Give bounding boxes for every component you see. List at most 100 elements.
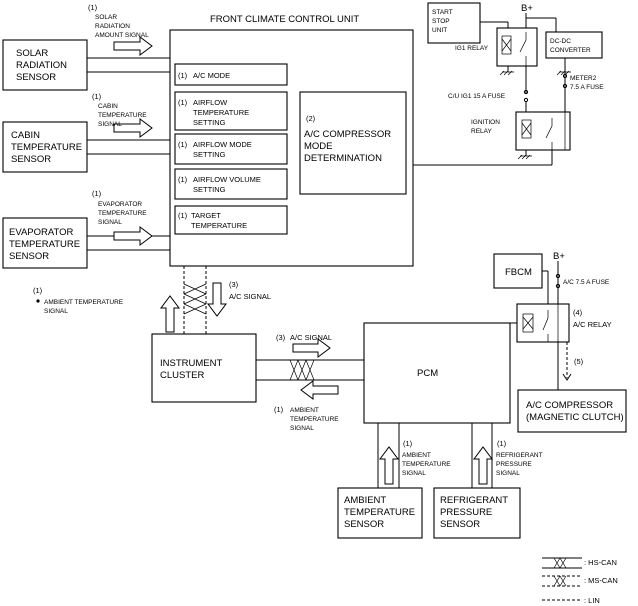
relay-coil-mark xyxy=(522,316,534,330)
refrigerant-pressure-sensor: REFRIGERANT PRESSURE SENSOR xyxy=(433,487,521,539)
function-num: (1) xyxy=(178,98,188,107)
signal-arrow-left xyxy=(300,380,339,400)
signal-label: AMBIENT TEMPERATURE xyxy=(44,299,124,306)
function-label: AIRFLOW VOLUME xyxy=(193,175,261,184)
sensor-label: PRESSURE xyxy=(440,507,492,518)
function-box-airflow-volume xyxy=(174,168,288,200)
function-label: AIRFLOW MODE xyxy=(193,140,252,149)
function-list: (1) A/C MODE (1) AIRFLOW TEMPERATURE SET… xyxy=(174,63,288,235)
signal-label: SIGNAL xyxy=(44,308,68,315)
signal-label: EVAPORATOR xyxy=(98,201,142,208)
relay-switch xyxy=(545,112,566,150)
sensor-label: SENSOR xyxy=(16,72,56,83)
compressor-mode-determination: (2) A/C COMPRESSOR MODE DETERMINATION xyxy=(299,91,407,195)
fuse-terminal xyxy=(562,83,568,89)
relay-switch xyxy=(519,32,527,66)
function-label: SETTING xyxy=(193,118,226,127)
relay-switch xyxy=(542,304,559,342)
signal-label: RADIATION xyxy=(95,23,130,30)
signal-label: (1) xyxy=(88,3,98,12)
signal-label: TEMPERATURE xyxy=(98,112,147,119)
function-label: TARGET xyxy=(191,211,221,220)
compressor-label: A/C COMPRESSOR xyxy=(526,400,613,411)
signal-label: CABIN xyxy=(98,103,118,110)
signal-label: A/C SIGNAL xyxy=(229,292,271,301)
legend-label: : LIN xyxy=(584,596,600,605)
sensor-box xyxy=(2,39,88,91)
sensor-label: REFRIGERANT xyxy=(440,495,508,506)
fccu-title: FRONT CLIMATE CONTROL UNIT xyxy=(210,14,359,25)
signal-label: (3) xyxy=(229,280,239,289)
signal-label: AMBIENT xyxy=(402,452,431,459)
bullet-dot xyxy=(36,299,40,303)
determination-label: MODE xyxy=(304,141,333,152)
sensor-label: TEMPERATURE xyxy=(11,142,82,153)
signal-label: AMOUNT SIGNAL xyxy=(95,32,149,39)
solar-radiation-sensor: SOLAR RADIATION SENSOR xyxy=(2,39,88,91)
function-num: (1) xyxy=(178,71,188,80)
signal-label: TEMPERATURE xyxy=(402,461,451,468)
relay-box xyxy=(515,111,571,151)
signal-arrow-down xyxy=(207,282,227,317)
fuse-terminal xyxy=(562,73,568,79)
ambient-temperature-sensor: AMBIENT TEMPERATURE SENSOR xyxy=(337,487,423,539)
signal-arrow-right xyxy=(113,36,153,56)
determination-label: A/C COMPRESSOR xyxy=(304,129,391,140)
fuse-terminal xyxy=(555,283,561,289)
ms-can-vertical xyxy=(183,266,207,334)
ignition-relay-label: IGNITION xyxy=(471,119,500,126)
signal-label: (1) xyxy=(274,405,284,414)
signal-label: SIGNAL xyxy=(402,470,426,477)
signal-label: SIGNAL xyxy=(290,425,314,432)
fuse-terminal xyxy=(555,273,561,279)
signal-label: PRESSURE xyxy=(496,461,532,468)
start-stop-label: UNIT xyxy=(432,27,447,34)
fuse-terminal xyxy=(523,97,529,103)
function-num: (1) xyxy=(178,211,188,220)
function-num: (1) xyxy=(178,140,188,149)
signal-label: (1) xyxy=(92,189,102,198)
pcm-label: PCM xyxy=(417,368,438,379)
legend: : HS-CAN : MS-CAN : LIN xyxy=(542,557,618,605)
signal-label: (1) xyxy=(497,439,507,448)
determination-num: (2) xyxy=(306,114,316,123)
sensor-box xyxy=(337,487,423,539)
signal-arrow-right xyxy=(292,338,331,358)
sensor-label: RADIATION xyxy=(16,60,67,71)
sensor-box xyxy=(433,487,521,539)
signal-arrow-up xyxy=(379,446,399,485)
relay-box xyxy=(516,303,570,343)
signal-label: SOLAR xyxy=(95,14,117,21)
relay-coil xyxy=(501,35,512,55)
start-stop-label: STOP xyxy=(432,18,450,25)
compressor-determination-box xyxy=(299,91,407,195)
fbcm-box xyxy=(493,253,543,289)
meter2-label: 7.5 A FUSE xyxy=(570,84,604,91)
sensor-label: SENSOR xyxy=(440,519,480,530)
ground-symbol xyxy=(499,70,514,76)
relay-label: A/C RELAY xyxy=(573,320,612,329)
pcm-box xyxy=(363,322,511,424)
sensor-label: SOLAR xyxy=(16,48,48,59)
function-label: TEMPERATURE xyxy=(193,108,249,117)
relay-box xyxy=(496,27,538,67)
relay-coil xyxy=(522,313,534,333)
ac-compressor-box xyxy=(517,389,627,433)
function-label: A/C MODE xyxy=(193,71,230,80)
signal-label: (1) xyxy=(92,92,102,101)
ig1-relay xyxy=(496,27,538,67)
dcdc-label: CONVERTER xyxy=(550,47,591,54)
function-box-ac-mode xyxy=(174,63,288,86)
relay-coil-mark xyxy=(501,38,512,52)
function-label: SETTING xyxy=(193,185,226,194)
dcdc-converter-box xyxy=(545,31,603,59)
sensor-label: TEMPERATURE xyxy=(9,239,80,250)
signal-label: (1) xyxy=(403,439,413,448)
signal-label: AMBIENT xyxy=(290,407,319,414)
instrument-cluster: INSTRUMENT CLUSTER xyxy=(151,333,257,403)
ground-symbol xyxy=(517,154,532,160)
function-label: AIRFLOW xyxy=(193,98,228,107)
relay-label: (4) xyxy=(573,308,583,317)
